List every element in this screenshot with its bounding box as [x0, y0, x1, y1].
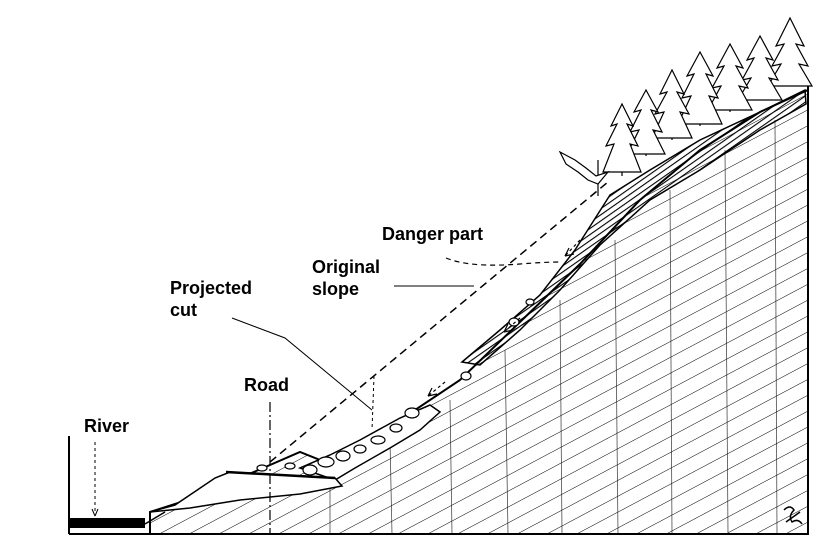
debris-pile	[297, 404, 442, 481]
tree-icon	[736, 34, 784, 101]
debris-stones	[256, 298, 535, 476]
tree-icon	[677, 50, 723, 126]
projected-cut-leader	[231, 317, 373, 411]
original-slope-label: Original slope	[312, 256, 380, 300]
danger-part-leader	[445, 257, 561, 266]
bedrock-joints	[329, 119, 778, 535]
river-water	[69, 518, 145, 528]
original-slope-label-line2: slope	[312, 279, 360, 299]
tree-icon	[626, 88, 666, 156]
tree-icon	[766, 16, 814, 87]
tree-icon	[651, 68, 693, 140]
projected-cut-label: Projected cut	[170, 277, 252, 321]
signature-mark	[783, 506, 803, 525]
projected-cut-label-line1: Projected	[170, 278, 253, 298]
road-embankment	[149, 471, 344, 513]
river-leader-arrow	[91, 508, 99, 517]
tree-icon	[602, 102, 642, 176]
movement-arrows	[427, 239, 581, 397]
danger-zone-band	[460, 88, 807, 366]
original-slope-line	[269, 181, 609, 463]
tree-icon	[558, 150, 610, 196]
river-bank	[144, 511, 166, 525]
projected-cut-line	[371, 375, 375, 431]
danger-part-label: Danger part	[382, 224, 484, 244]
original-slope-label-line1: Original	[312, 257, 381, 277]
river-label: River	[84, 416, 130, 436]
forest-ridge	[558, 16, 814, 196]
road-surface	[225, 470, 336, 480]
tree-icon	[706, 42, 754, 112]
road-label: Road	[244, 375, 289, 395]
projected-cut-label-line2: cut	[170, 300, 197, 320]
